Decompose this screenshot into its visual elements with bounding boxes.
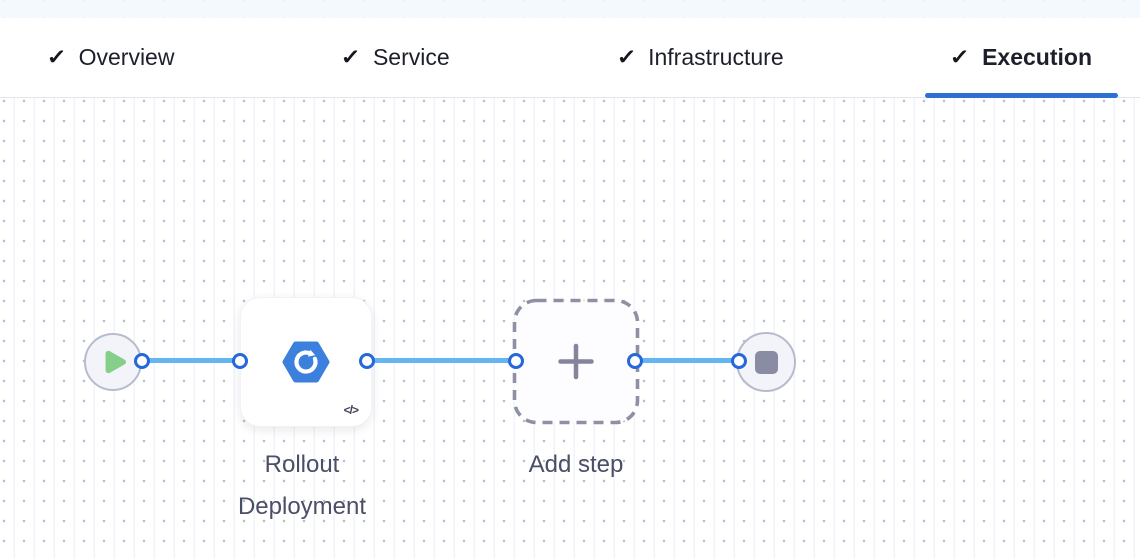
port-rollout-in[interactable] xyxy=(232,353,248,369)
tab-infrastructure[interactable]: ✓ Infrastructure xyxy=(592,18,810,97)
stop-icon xyxy=(754,350,778,374)
plus-icon xyxy=(558,343,594,380)
connector-addstep-to-end xyxy=(635,358,739,363)
stage-tab-bar: ✓ Overview ✓ Service ✓ Infrastructure ✓ … xyxy=(0,18,1140,98)
canvas-top-strip xyxy=(0,0,1140,18)
connector-start-to-rollout xyxy=(142,358,240,363)
play-icon xyxy=(105,350,127,374)
connector-rollout-to-addstep xyxy=(367,358,516,363)
tab-label: Infrastructure xyxy=(648,44,784,70)
tab-execution[interactable]: ✓ Execution xyxy=(925,18,1118,98)
check-icon: ✓ xyxy=(950,46,971,69)
tab-label: Execution xyxy=(982,44,1092,70)
port-start-out[interactable] xyxy=(134,353,150,369)
tab-label: Service xyxy=(372,44,450,70)
tab-service[interactable]: ✓ Service xyxy=(316,18,475,97)
add-step-node[interactable] xyxy=(512,298,640,425)
step-node-rollout-deployment[interactable]: </> xyxy=(240,297,372,427)
port-addstep-in[interactable] xyxy=(508,353,524,369)
port-rollout-out[interactable] xyxy=(359,353,375,369)
step-label-rollout-deployment: Rollout Deployment xyxy=(237,451,367,520)
rollout-deployment-icon xyxy=(282,341,330,383)
check-icon: ✓ xyxy=(616,46,637,69)
check-icon: ✓ xyxy=(341,46,362,69)
add-step-label: Add step xyxy=(528,451,624,478)
pipeline-start-node[interactable] xyxy=(84,333,142,391)
active-tab-underline xyxy=(925,93,1118,98)
port-end-in[interactable] xyxy=(731,353,747,369)
port-addstep-out[interactable] xyxy=(627,353,643,369)
tab-overview[interactable]: ✓ Overview xyxy=(22,18,200,97)
pipeline-canvas[interactable]: </> Rollout Deployment Add step xyxy=(0,98,1140,559)
check-icon: ✓ xyxy=(46,46,67,69)
tab-label: Overview xyxy=(78,44,175,70)
code-icon[interactable]: </> xyxy=(343,403,359,417)
